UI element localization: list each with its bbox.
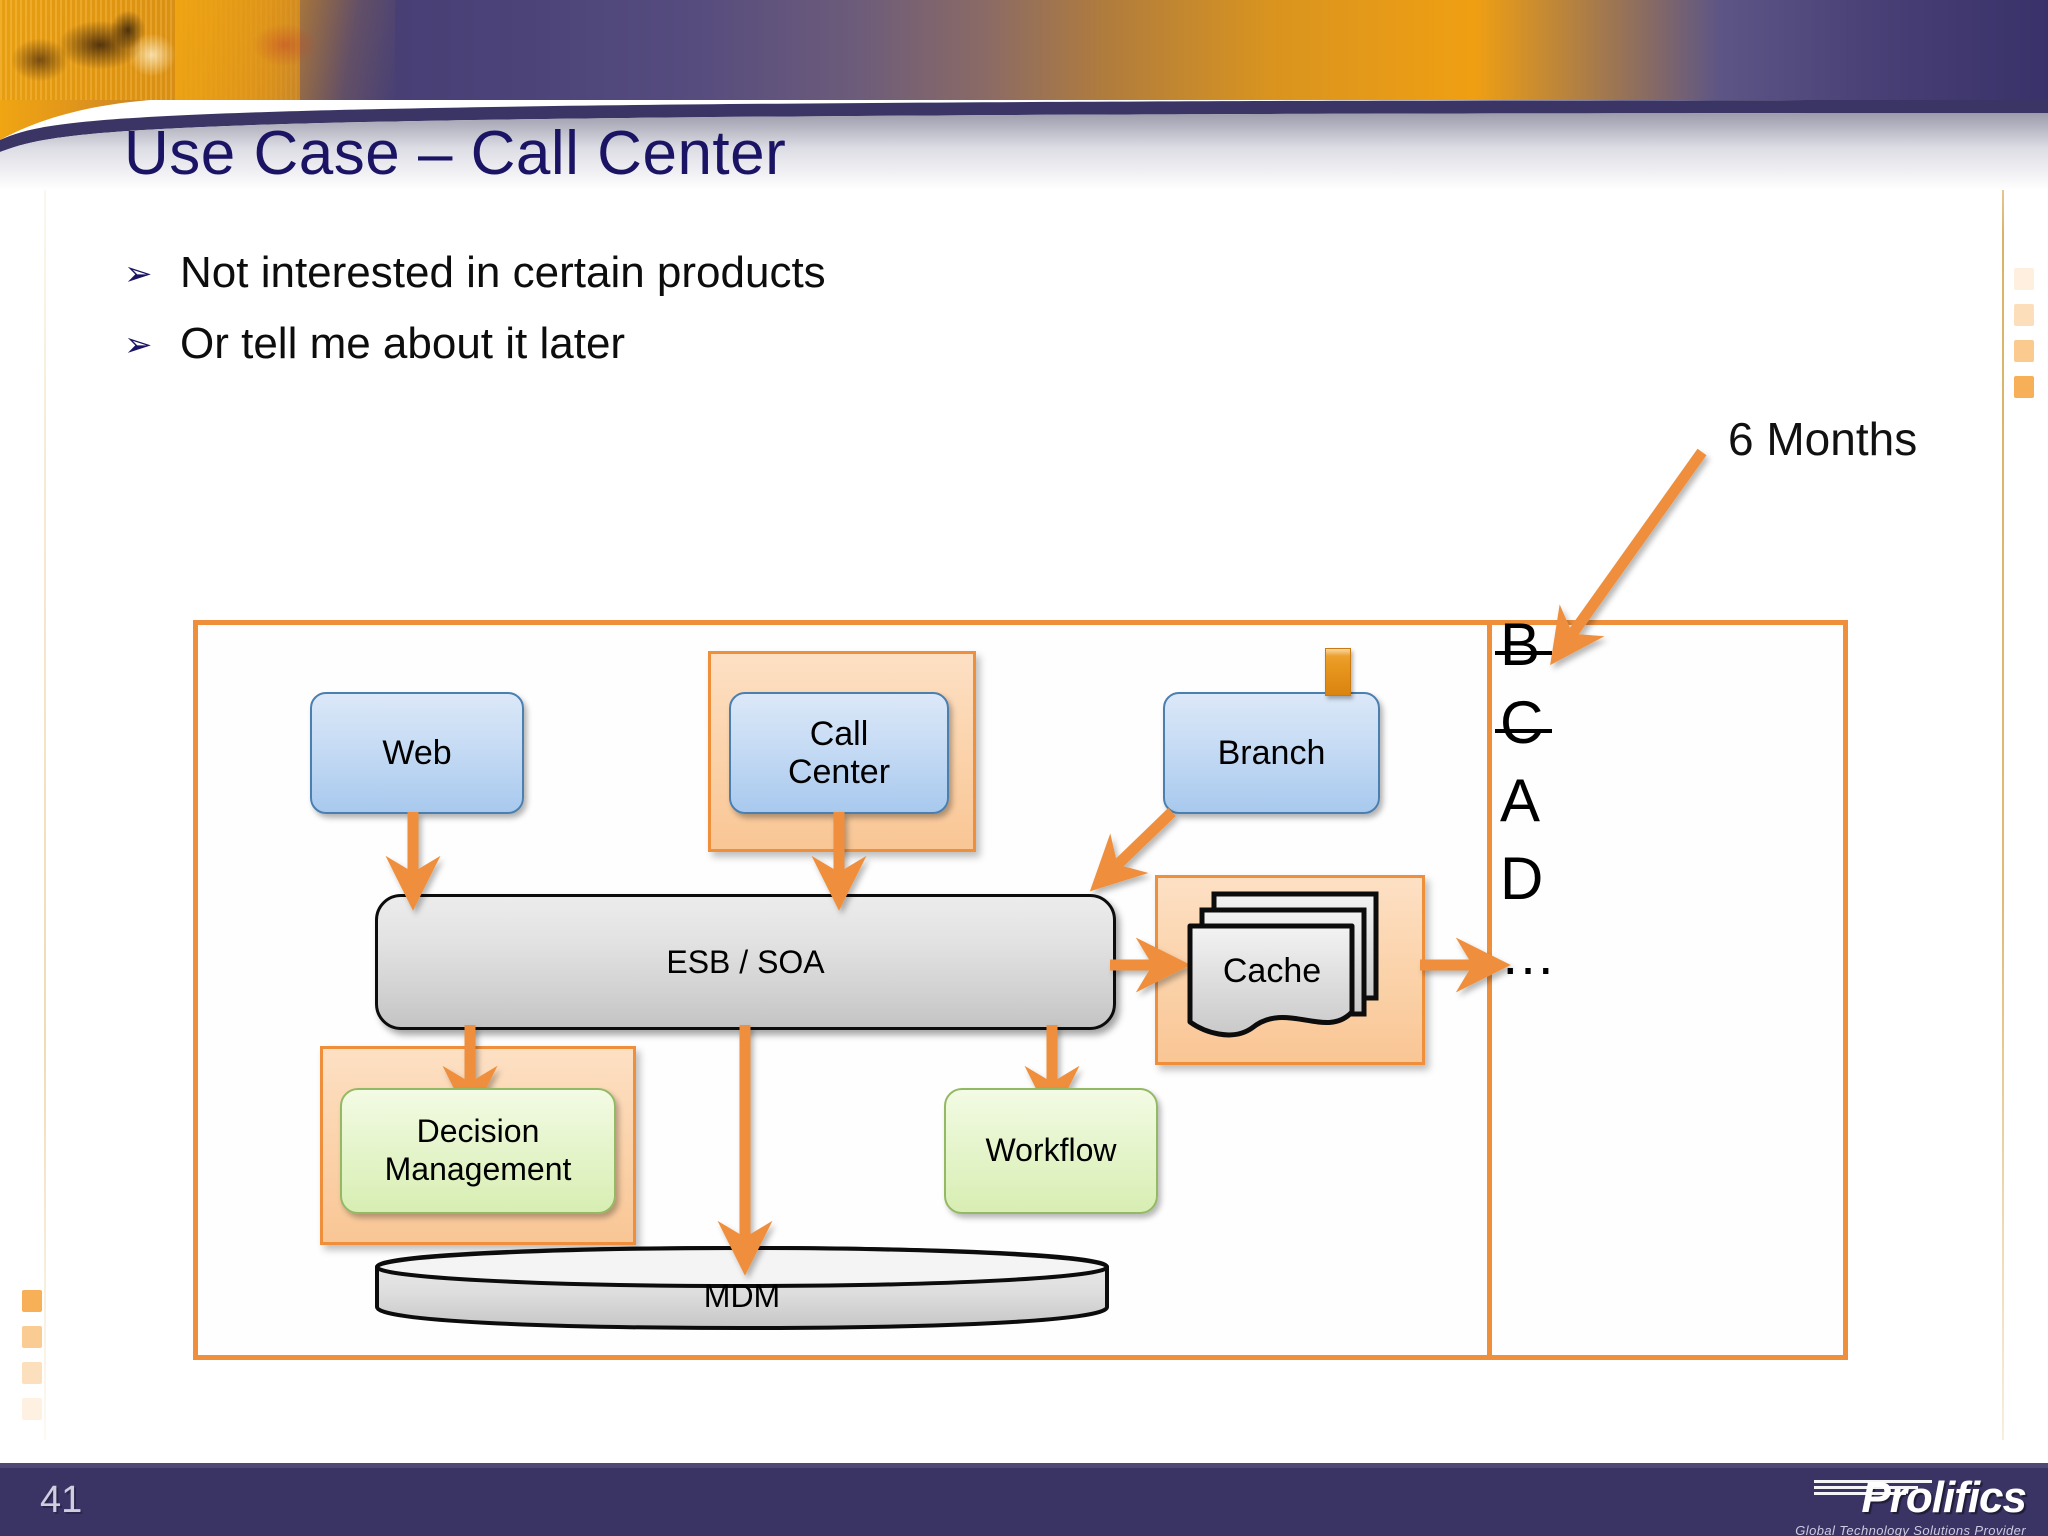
node-mdm[interactable]: MDM (372, 1245, 1112, 1335)
chevron-bullet-icon: ➢ (124, 325, 153, 365)
diagram-frame-divider (1487, 620, 1492, 1360)
chevron-bullet-icon: ➢ (124, 254, 153, 294)
node-cache-label: Cache (1223, 952, 1321, 990)
node-call-center-label-line2: Center (787, 753, 891, 791)
node-web[interactable]: Web (310, 692, 524, 814)
node-workflow-label: Workflow (985, 1132, 1117, 1169)
node-esb-soa[interactable]: ESB / SOA (375, 894, 1116, 1030)
letter-item-5-ellipsis: … (1500, 923, 1561, 986)
right-rule-line (2002, 100, 2004, 1440)
node-call-center-label-line1: Call (809, 714, 869, 753)
node-web-label: Web (382, 733, 452, 772)
bullet-list: ➢ Not interested in certain products ➢ O… (124, 245, 826, 387)
orange-tab-flag-icon (1325, 648, 1351, 696)
node-esb-soa-label: ESB / SOA (666, 943, 825, 980)
six-months-label: 6 Months (1728, 413, 1918, 465)
letter-item-3: A (1500, 767, 1541, 834)
letter-item-2: C (1495, 693, 1560, 753)
priority-letter-list: B C A D … (1495, 615, 1561, 1001)
banner-photo-blend (175, 0, 395, 100)
letter-item-1: B (1495, 615, 1560, 675)
logo-accent-bars-icon (1814, 1480, 1932, 1498)
footer-divider (0, 1463, 2048, 1468)
node-mdm-label: MDM (704, 1278, 780, 1314)
brand-logo-tagline: Global Technology Solutions Provider (1795, 1523, 2026, 1536)
node-branch-label: Branch (1217, 733, 1326, 772)
page-number: 41 (40, 1479, 83, 1521)
bullet-item-2-label: Or tell me about it later (180, 319, 626, 368)
node-branch[interactable]: Branch (1163, 692, 1380, 814)
left-rule-line (44, 100, 46, 1440)
node-workflow[interactable]: Workflow (944, 1088, 1158, 1214)
letter-item-4: D (1500, 845, 1544, 912)
node-decision-label-line1: Decision (416, 1113, 540, 1150)
node-decision-management[interactable]: Decision Management (340, 1088, 616, 1214)
footer-bar (0, 1468, 2048, 1536)
node-decision-label-line2: Management (384, 1151, 572, 1187)
node-cache[interactable]: Cache (1186, 890, 1410, 1042)
page-title: Use Case – Call Center (124, 119, 787, 188)
bullet-item-1: ➢ Not interested in certain products (124, 245, 826, 300)
node-call-center[interactable]: Call Center (729, 692, 949, 814)
bullet-item-1-label: Not interested in certain products (180, 248, 826, 297)
bullet-item-2: ➢ Or tell me about it later (124, 316, 826, 371)
